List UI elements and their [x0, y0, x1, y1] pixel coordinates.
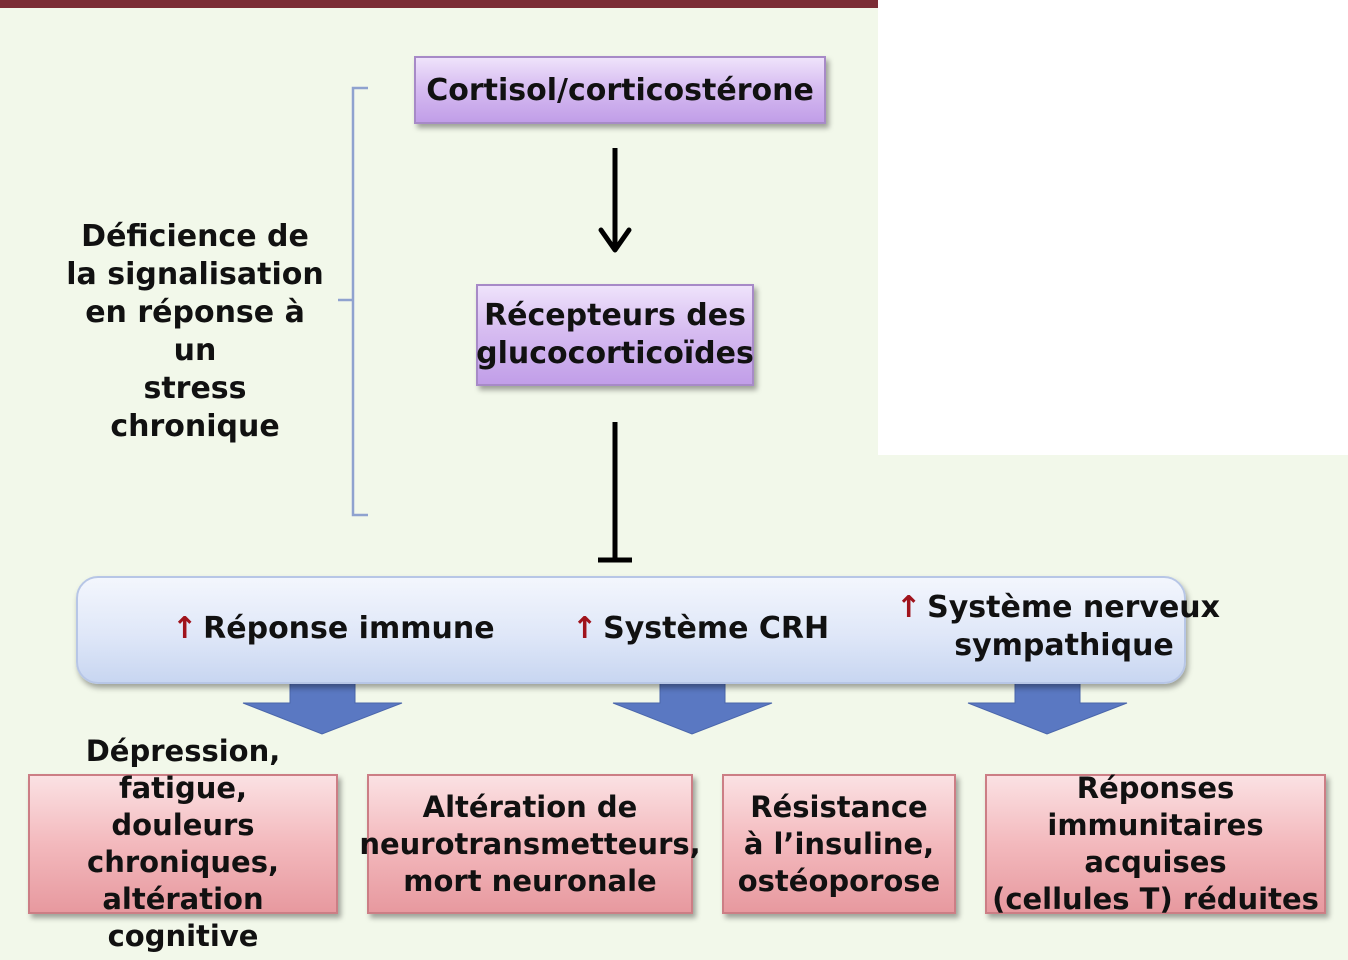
band-item-sympathetic-system: ↑Système nerveux sympathique — [896, 589, 1220, 665]
cortisol-box: Cortisol/corticostérone — [414, 56, 826, 124]
block-arrow-down-icon — [612, 681, 773, 735]
inhibition-arrow-icon — [598, 422, 632, 563]
outcome-line: douleurs chroniques, — [87, 808, 279, 879]
outcome-line: à l’insuline, — [743, 826, 935, 861]
block-arrow-down-icon — [967, 681, 1128, 735]
outcome-line: altération cognitive — [102, 882, 264, 953]
band-item-label: Système nerveux — [927, 590, 1221, 625]
outcome-box: Altération de neurotransmetteurs, mort n… — [359, 774, 701, 914]
outcome-line: (cellules T) réduites — [992, 882, 1319, 916]
band-item-label: sympathique — [954, 628, 1174, 663]
outcome-line: Résistance — [750, 789, 928, 824]
band-item-immune-response: ↑Réponse immune — [172, 610, 495, 648]
deficiency-line: Déficience de — [81, 219, 309, 254]
outcome-line: immunitaires acquises — [1047, 808, 1264, 879]
outcome-line: Dépression, fatigue, — [85, 734, 281, 805]
band-item-label: Système CRH — [603, 611, 830, 646]
outcome-line: Réponses — [1076, 771, 1235, 805]
up-arrow-icon: ↑ — [896, 590, 922, 625]
receptor-label-line1: Récepteurs des — [484, 298, 746, 333]
deficiency-label: Déficience de la signalisation en répons… — [60, 218, 330, 446]
effects-band — [76, 576, 1186, 684]
band-item-crh-system: ↑Système CRH — [572, 610, 829, 648]
outcome-line: neurotransmetteurs, — [359, 826, 701, 861]
block-arrow-down-icon — [242, 681, 403, 735]
deficiency-line: en réponse à un — [85, 295, 305, 368]
outcome-box: Réponses immunitaires acquises (cellules… — [985, 771, 1326, 916]
receptor-label-line2: glucocorticoïdes — [476, 336, 754, 371]
up-arrow-icon: ↑ — [172, 611, 198, 646]
outcome-line: mort neuronale — [403, 863, 657, 898]
cortisol-label: Cortisol/corticostérone — [426, 72, 814, 108]
down-arrow-icon — [598, 148, 632, 253]
receptor-box: Récepteurs des glucocorticoïdes — [476, 284, 754, 386]
up-arrow-icon: ↑ — [572, 611, 598, 646]
outcome-line: ostéoporose — [737, 863, 941, 898]
outcome-line: Altération de — [422, 789, 638, 824]
deficiency-line: stress chronique — [110, 371, 280, 444]
band-item-label: Réponse immune — [203, 611, 495, 646]
top-accent-bar — [0, 0, 878, 8]
deficiency-line: la signalisation — [66, 257, 324, 292]
outcome-box: Résistance à l’insuline, ostéoporose — [722, 774, 956, 914]
outcome-box: Dépression, fatigue, douleurs chroniques… — [28, 734, 338, 953]
bracket-icon — [338, 86, 368, 517]
